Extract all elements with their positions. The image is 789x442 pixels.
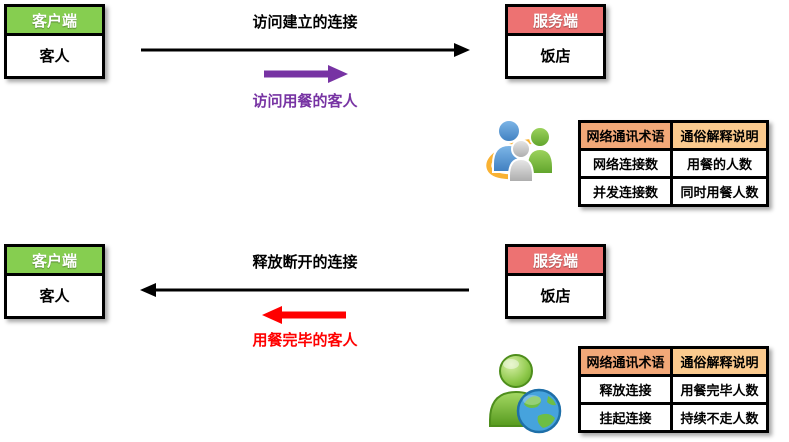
server-body-label: 饭店 xyxy=(540,287,571,305)
client-body-label: 客人 xyxy=(39,287,70,305)
table-row: 网络连接数 用餐的人数 xyxy=(578,148,769,179)
person-globe-icon xyxy=(489,354,562,434)
table-cell-explain: 用餐完毕人数 xyxy=(670,374,769,405)
table-row: 释放连接 用餐完毕人数 xyxy=(578,374,769,405)
table-header-explain: 通俗解释说明 xyxy=(670,346,769,377)
table-cell-explain: 同时用餐人数 xyxy=(670,176,769,207)
table-header-row: 网络通讯术语 通俗解释说明 xyxy=(578,120,769,151)
server-body-label: 饭店 xyxy=(540,47,571,65)
release-connection-label: 释放断开的连接 xyxy=(252,253,358,271)
client-box-top: 客户端 客人 xyxy=(4,4,105,79)
table-cell-term: 并发连接数 xyxy=(578,176,673,207)
table-header-term: 网络通讯术语 xyxy=(578,346,673,377)
client-body-label: 客人 xyxy=(39,47,70,65)
table-header-explain: 通俗解释说明 xyxy=(670,120,769,151)
server-box-top: 服务端 饭店 xyxy=(505,4,606,79)
table-cell-term: 释放连接 xyxy=(578,374,673,405)
established-connection-arrow xyxy=(141,43,470,57)
dining-guest-arrow xyxy=(264,65,348,83)
table-row: 挂起连接 持续不走人数 xyxy=(578,402,769,433)
table-row: 并发连接数 同时用餐人数 xyxy=(578,176,769,207)
client-header-label: 客户端 xyxy=(7,7,102,36)
table-cell-term: 挂起连接 xyxy=(578,402,673,433)
server-header-label: 服务端 xyxy=(508,7,603,36)
terminology-table-top: 网络通讯术语 通俗解释说明 网络连接数 用餐的人数 并发连接数 同时用餐人数 xyxy=(578,120,769,207)
group-people-icon xyxy=(486,119,560,183)
client-header-label: 客户端 xyxy=(7,247,102,276)
dining-guest-label: 访问用餐的客人 xyxy=(252,92,358,110)
table-header-row: 网络通讯术语 通俗解释说明 xyxy=(578,346,769,377)
table-cell-term: 网络连接数 xyxy=(578,148,673,179)
client-box-bottom: 客户端 客人 xyxy=(4,244,105,319)
terminology-table-bottom: 网络通讯术语 通俗解释说明 释放连接 用餐完毕人数 挂起连接 持续不走人数 xyxy=(578,346,769,433)
table-header-term: 网络通讯术语 xyxy=(578,120,673,151)
finished-guest-arrow xyxy=(262,306,346,324)
finished-guest-label: 用餐完毕的客人 xyxy=(252,331,358,349)
table-cell-explain: 持续不走人数 xyxy=(670,402,769,433)
establish-connection-label: 访问建立的连接 xyxy=(252,13,358,31)
server-box-bottom: 服务端 饭店 xyxy=(505,244,606,319)
release-connection-arrow xyxy=(140,283,469,297)
table-cell-explain: 用餐的人数 xyxy=(670,148,769,179)
server-header-label: 服务端 xyxy=(508,247,603,276)
